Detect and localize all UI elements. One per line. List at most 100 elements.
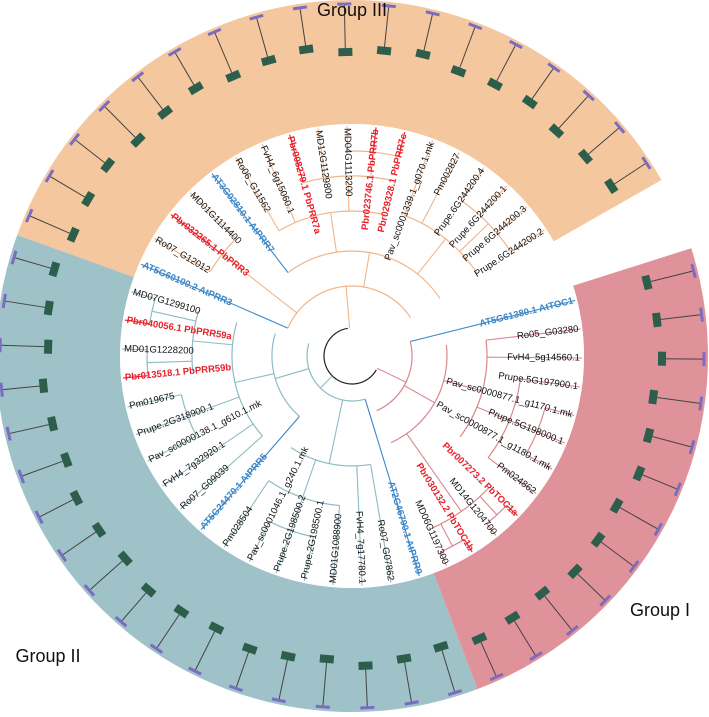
utr-block: [56, 548, 68, 562]
gene-intron: [255, 17, 269, 60]
gene-intron: [544, 595, 573, 631]
clade-stem: [330, 212, 338, 253]
gene-intron: [598, 539, 635, 568]
tip-branch: [235, 157, 280, 232]
gene-model: [337, 2, 353, 57]
gene-intron: [650, 270, 694, 282]
gene-intron: [422, 13, 434, 57]
clade-stem: [192, 340, 233, 346]
gene-intron: [512, 618, 537, 657]
gene-intron: [649, 435, 693, 448]
utr-block: [228, 684, 244, 693]
gene-intron: [383, 5, 390, 50]
gene-model: [44, 169, 96, 208]
exon-block: [590, 531, 606, 548]
gene-model: [10, 250, 61, 278]
leaf-label: MD01G1228200: [124, 344, 194, 357]
gene-intron: [403, 659, 413, 704]
tip-branch: [261, 144, 296, 223]
tip-branch: [346, 126, 349, 152]
utr-block: [10, 250, 18, 265]
gene-model: [641, 263, 697, 291]
gene-model: [83, 550, 133, 597]
exon-block: [396, 653, 412, 664]
tip-branch: [372, 127, 377, 153]
tip-branch: [180, 435, 263, 510]
utr-block: [699, 307, 704, 322]
utr-block: [565, 624, 579, 637]
tip-branch: [421, 152, 460, 224]
utr-block: [360, 705, 375, 710]
utr-block: [468, 22, 483, 31]
sector-g3: [17, 0, 662, 278]
tip-branch: [200, 416, 300, 530]
tip-branch: [486, 356, 582, 359]
gene-model: [652, 307, 704, 328]
gene-intron: [558, 95, 590, 129]
tip-branch: [147, 435, 197, 462]
clade-stem: [479, 495, 498, 516]
exon-block: [81, 190, 96, 208]
utr-block: [149, 643, 164, 654]
clade-arc: [404, 214, 478, 275]
exon-block: [298, 44, 314, 55]
exon-block: [433, 640, 449, 653]
gene-intron: [74, 138, 110, 167]
exon-block: [376, 45, 392, 56]
tip-branch: [154, 237, 211, 273]
exon-block: [241, 642, 258, 655]
utr-block: [44, 169, 55, 183]
gene-model: [149, 604, 190, 654]
gene-model: [471, 632, 504, 682]
clade-stem: [290, 497, 304, 531]
group-i-label: Group I: [630, 600, 690, 620]
utr-block: [207, 27, 222, 37]
tip-branch: [520, 378, 580, 388]
group-ii-label: Group II: [15, 646, 80, 666]
gene-intron: [38, 496, 79, 518]
gene-model: [577, 121, 626, 165]
utr-block: [249, 13, 264, 21]
tip-branch: [398, 131, 406, 157]
tip-branch: [506, 504, 518, 517]
utr-block: [83, 584, 96, 597]
gene-intron: [4, 300, 48, 309]
gene-intron: [657, 314, 702, 321]
utr-block: [167, 47, 182, 57]
exon-block: [47, 416, 59, 432]
exon-block: [187, 81, 204, 96]
utr-block: [690, 263, 697, 278]
clade-arc: [231, 322, 263, 437]
gene-intron: [0, 344, 45, 348]
clade-stem: [347, 176, 350, 212]
tip-branch: [439, 551, 447, 566]
exon-block: [504, 610, 521, 625]
gene-intron: [103, 105, 136, 138]
gene-model: [450, 22, 483, 78]
utr-block: [34, 510, 44, 525]
gene-model: [315, 654, 335, 709]
exon-block: [657, 351, 667, 366]
gene-intron: [619, 507, 659, 530]
clade-stem: [417, 238, 447, 275]
gene-intron: [573, 569, 606, 601]
tip-branch: [248, 521, 270, 563]
utr-block: [1, 293, 7, 309]
exon-block: [43, 339, 53, 354]
exon-block: [604, 177, 619, 195]
utr-block: [599, 594, 612, 607]
gene-model: [396, 653, 419, 706]
tip-branch: [303, 536, 315, 582]
gene-intron: [364, 663, 368, 708]
exon-block: [521, 94, 538, 110]
exon-block: [260, 54, 277, 67]
tip-branch: [404, 140, 434, 216]
root-arc: [323, 327, 377, 385]
exon-block: [91, 521, 107, 538]
tip-branch: [410, 299, 576, 343]
clade-stem: [363, 252, 371, 288]
utr-block: [0, 382, 4, 397]
exon-block: [338, 47, 353, 57]
